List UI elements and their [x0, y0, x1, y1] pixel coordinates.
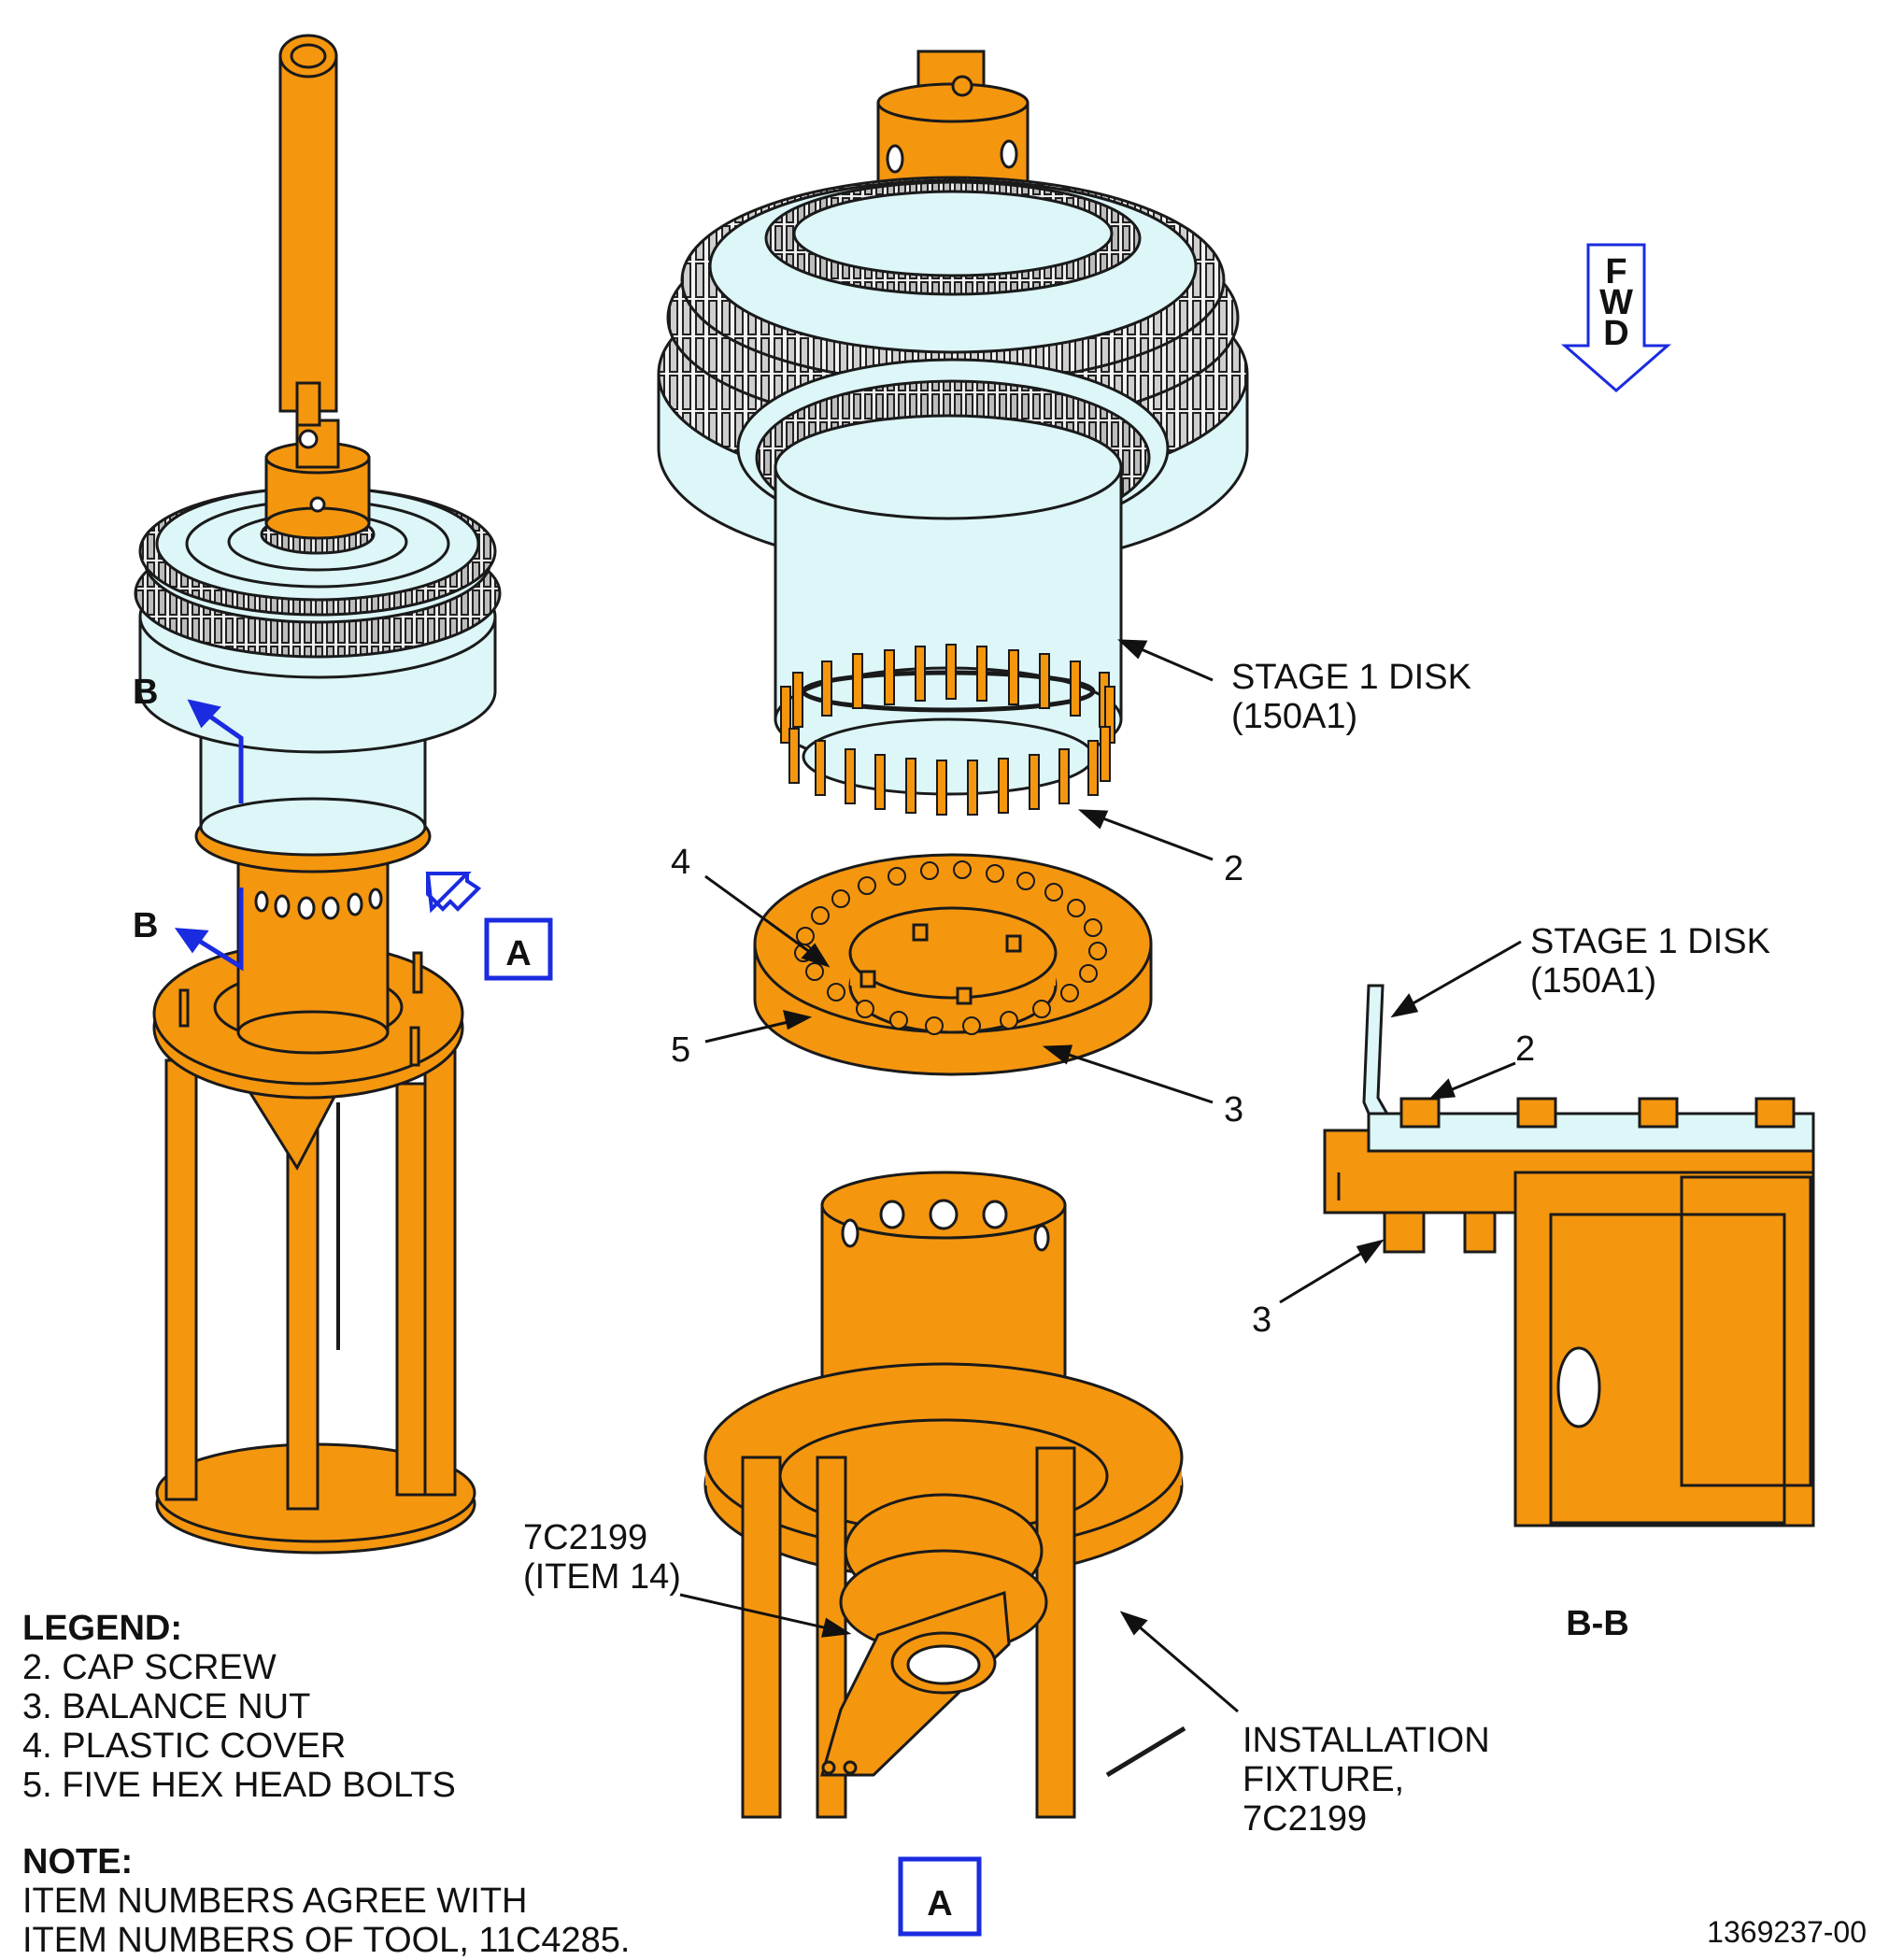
callout-tool-item-line1: 7C2199	[523, 1518, 647, 1557]
fixture-column	[236, 844, 390, 1034]
legend-block: LEGEND: 2. CAP SCREW 3. BALANCE NUT 4. P…	[22, 1609, 630, 1960]
section-cut-lines	[174, 699, 244, 972]
fixture-leg	[395, 1082, 427, 1497]
callout-stage1-disk-section-line2: (150A1)	[1530, 961, 1656, 1001]
callout-installation-fixture-line2: FIXTURE,	[1243, 1760, 1404, 1799]
note-heading: NOTE:	[22, 1842, 134, 1882]
callout-balance-nut-section: 3	[1252, 1300, 1271, 1340]
fwd-arrow: F W D	[1561, 243, 1671, 392]
section-title: B-B	[1566, 1604, 1629, 1643]
callout-cap-screw-top: 2	[1224, 849, 1243, 888]
section-b-lower: B	[133, 906, 158, 945]
note-line: ITEM NUMBERS AGREE WITH	[22, 1882, 528, 1921]
fixture-leg	[164, 1058, 198, 1501]
note-line: ITEM NUMBERS OF TOOL, 11C4285.	[22, 1921, 631, 1960]
detail-flag-a: A	[927, 1884, 952, 1924]
callout-installation-fixture-line3: 7C2199	[1243, 1799, 1367, 1839]
cap-screw-ring	[780, 644, 1115, 816]
leader-lines	[679, 639, 1522, 1713]
view-flag-a: A	[505, 934, 531, 973]
callout-stage1-disk-top-line1: STAGE 1 DISK	[1231, 658, 1471, 697]
callout-installation-fixture-line1: INSTALLATION	[1243, 1721, 1490, 1760]
view-flag-box	[484, 917, 553, 981]
callout-tool-item-line2: (ITEM 14)	[523, 1557, 681, 1597]
section-b-b-view	[1323, 984, 1815, 1527]
overall-assembly	[134, 34, 502, 1555]
legend-heading: LEGEND:	[22, 1609, 182, 1648]
legend-item: 2. CAP SCREW	[22, 1648, 277, 1687]
detail-flag-box	[898, 1856, 982, 1937]
fixture-leg	[423, 1044, 457, 1497]
callout-hex-bolts: 5	[671, 1030, 690, 1070]
svg-text:F: F	[1605, 252, 1626, 291]
fixture-plate-exploded	[753, 853, 1153, 1076]
callout-balance-nut-top: 3	[1224, 1090, 1243, 1129]
fixture-cone	[248, 1091, 339, 1172]
figure-id: 1369237-00	[1707, 1915, 1867, 1949]
section-b-upper: B	[133, 673, 158, 712]
callout-cap-screw-section: 2	[1515, 1030, 1535, 1069]
callout-stage1-disk-section-line1: STAGE 1 DISK	[1530, 922, 1770, 961]
legend-item: 5. FIVE HEX HEAD BOLTS	[22, 1766, 456, 1805]
stage1-disk-exploded	[657, 50, 1249, 796]
legend-item: 3. BALANCE NUT	[22, 1687, 311, 1726]
svg-text:W: W	[1599, 283, 1633, 322]
lift-handle	[278, 54, 338, 413]
callout-stage1-disk-top-line2: (150A1)	[1231, 697, 1357, 736]
view-arrow	[425, 872, 482, 914]
callout-plastic-cover: 4	[671, 843, 690, 882]
svg-text:D: D	[1603, 314, 1628, 353]
detail-a-view	[703, 1171, 1186, 1819]
legend-item: 4. PLASTIC COVER	[22, 1726, 347, 1766]
